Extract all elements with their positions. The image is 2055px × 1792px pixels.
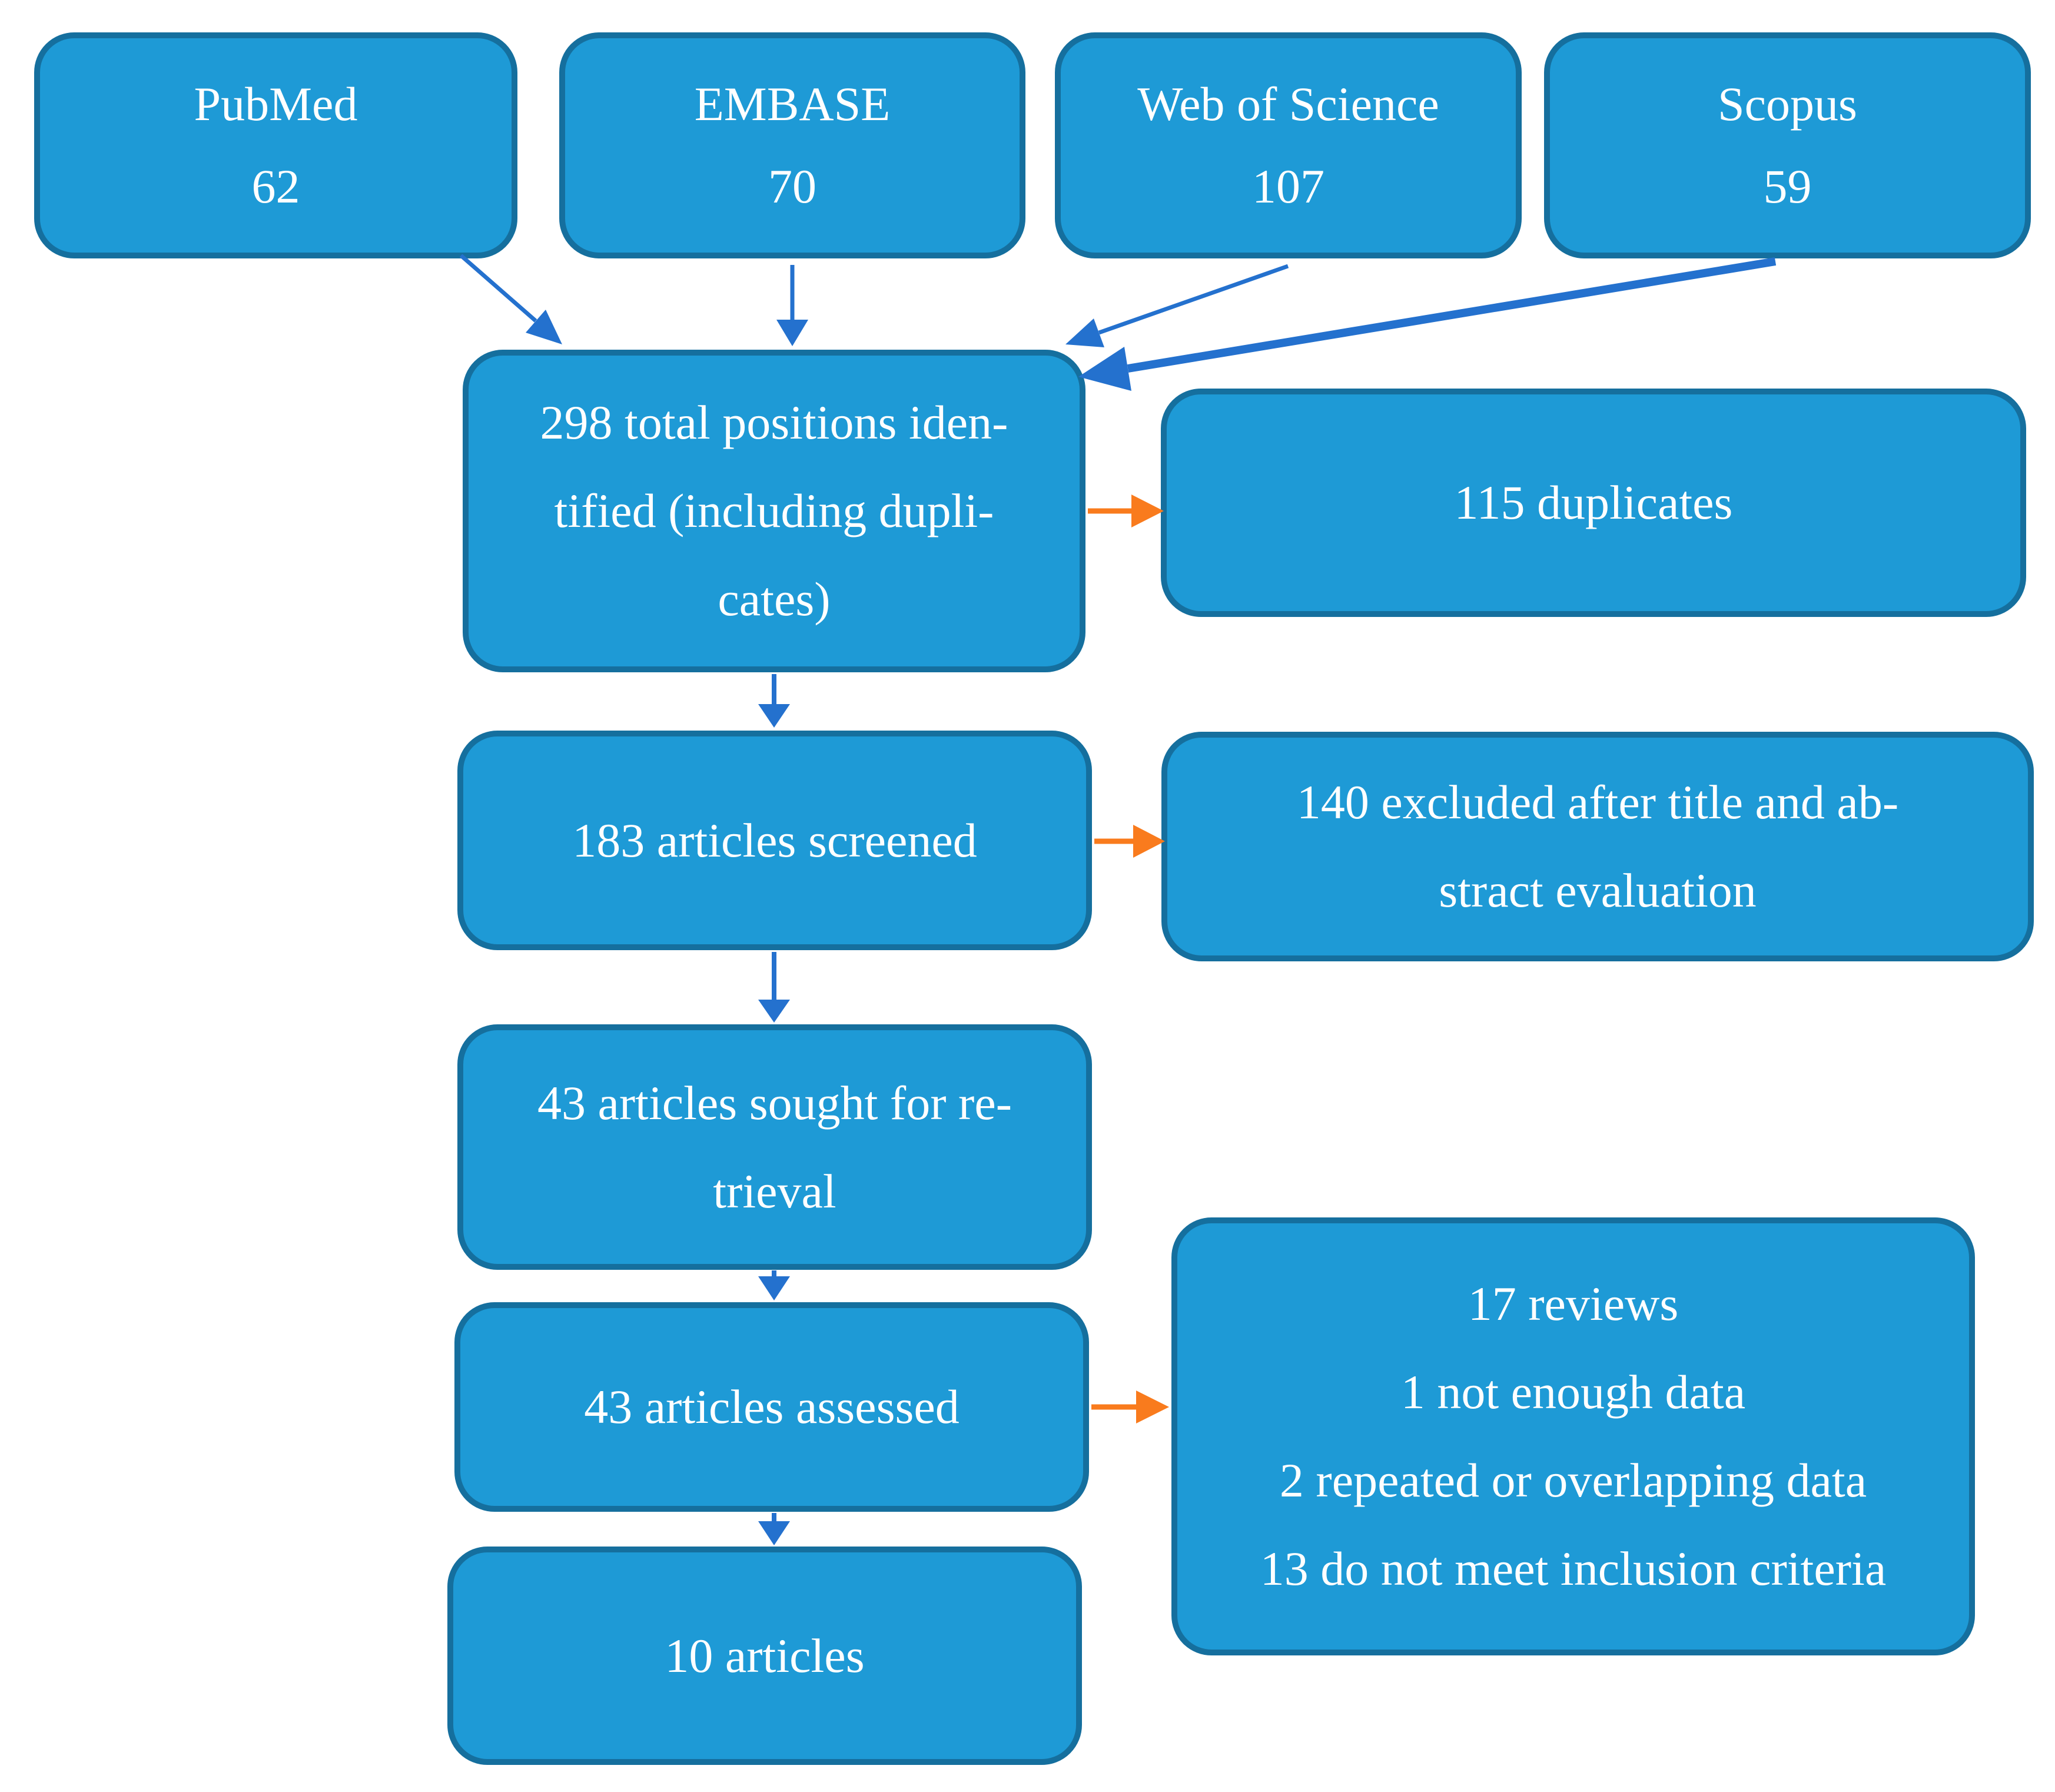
box-text-line: tified (including dupli- xyxy=(554,484,994,537)
source-label: EMBASE xyxy=(694,77,891,131)
source-count: 62 xyxy=(251,160,300,213)
arrow-screened-to-sought xyxy=(758,952,790,1023)
arrow-identified-to-duplicates xyxy=(1088,495,1164,527)
arrow-assessed-to-included xyxy=(758,1513,790,1545)
box-text-line: 140 excluded after title and ab- xyxy=(1296,775,1899,829)
box-text-line: 115 duplicates xyxy=(1454,476,1733,529)
box-text-line: 13 do not meet inclusion criteria xyxy=(1260,1542,1887,1595)
box-identified-total: 298 total positions iden- tified (includ… xyxy=(463,350,1085,672)
box-text-line: 43 articles assessed xyxy=(584,1380,960,1433)
box-text-line: stract evaluation xyxy=(1439,864,1757,917)
arrow-scopus-to-identified xyxy=(1078,257,1777,391)
box-included-articles: 10 articles xyxy=(447,1547,1082,1765)
box-text-line: 43 articles sought for re- xyxy=(537,1076,1012,1130)
box-duplicates: 115 duplicates xyxy=(1161,389,2026,617)
arrow-wos-to-identified xyxy=(1065,264,1289,347)
source-count: 107 xyxy=(1252,160,1324,213)
box-exclusion-reasons: 17 reviews 1 not enough data 2 repeated … xyxy=(1171,1217,1975,1655)
box-text-line: cates) xyxy=(718,572,831,626)
source-count: 70 xyxy=(768,160,816,213)
box-text-line: 2 repeated or overlapping data xyxy=(1279,1453,1867,1507)
source-box-embase: EMBASE 70 xyxy=(559,32,1025,258)
arrow-pubmed-to-identified xyxy=(459,254,562,344)
arrow-identified-to-screened xyxy=(758,674,790,728)
box-text-line: 298 total positions iden- xyxy=(540,396,1008,449)
box-text-line: trieval xyxy=(713,1164,836,1218)
source-box-web-of-science: Web of Science 107 xyxy=(1055,32,1522,258)
source-box-pubmed: PubMed 62 xyxy=(34,32,517,258)
box-text-line: 10 articles xyxy=(665,1628,865,1683)
source-label: Scopus xyxy=(1718,77,1857,131)
source-box-scopus: Scopus 59 xyxy=(1544,32,2031,258)
box-text-line: 17 reviews xyxy=(1468,1277,1679,1330)
arrow-sought-to-assessed xyxy=(758,1270,790,1300)
source-label: PubMed xyxy=(194,77,358,131)
box-assessed: 43 articles assessed xyxy=(454,1302,1089,1512)
arrow-embase-to-identified xyxy=(776,265,808,346)
source-label: Web of Science xyxy=(1137,77,1439,131)
box-text-line: 183 articles screened xyxy=(572,813,977,867)
box-screened: 183 articles screened xyxy=(457,731,1092,950)
box-sought-retrieval: 43 articles sought for re- trieval xyxy=(457,1024,1092,1270)
arrow-assessed-to-reasons xyxy=(1091,1391,1169,1423)
source-count: 59 xyxy=(1763,160,1812,213)
arrow-screened-to-excluded xyxy=(1094,825,1165,858)
box-text-line: 1 not enough data xyxy=(1400,1365,1746,1419)
box-excluded-title-abstract: 140 excluded after title and ab- stract … xyxy=(1161,732,2034,961)
